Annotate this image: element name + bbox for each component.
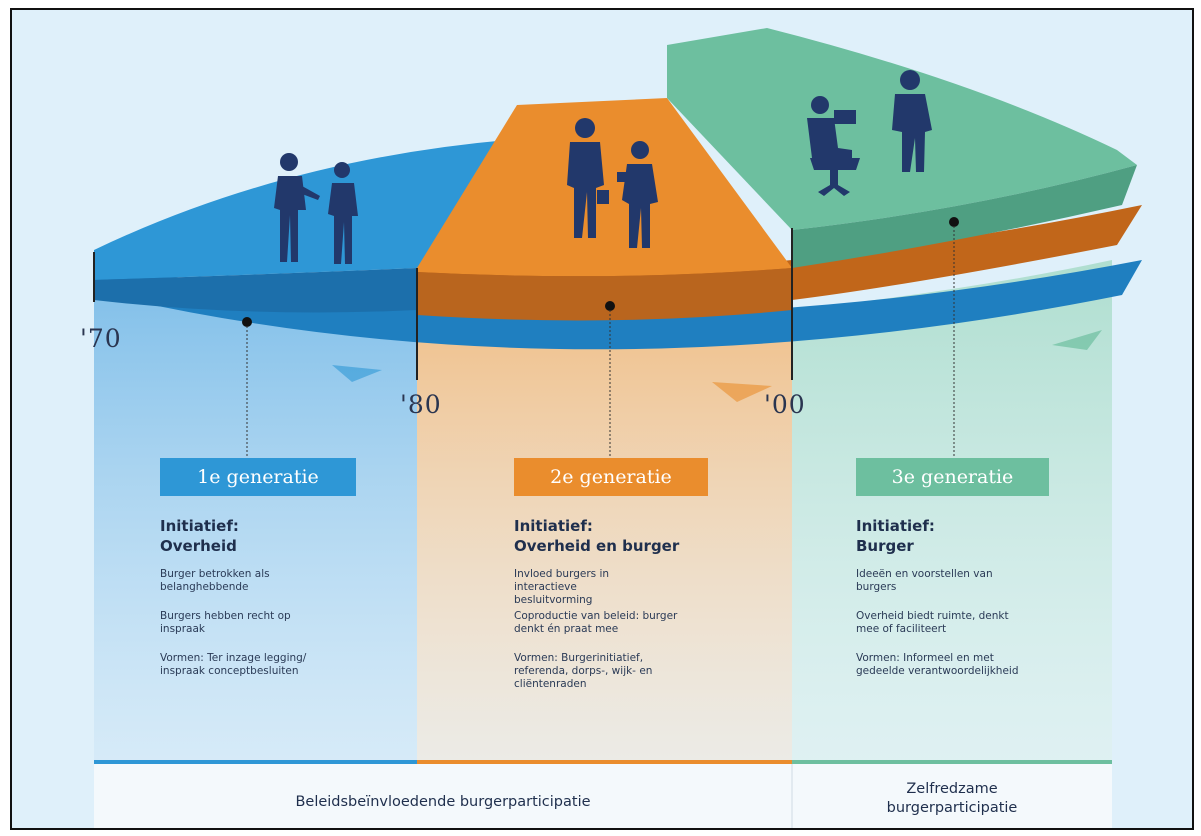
point-2-3: Vormen: Burgerinitiatief, referenda, dor… [514,652,653,690]
point-1-3: Vormen: Ter inzage legging/ inspraak con… [160,652,307,677]
year-00: '00 [764,390,806,419]
column-1-background [94,280,417,770]
initiative-value-2: Overheid en burger [514,537,680,555]
footer-bar-green [792,760,1112,764]
column-3-background [792,260,1112,770]
badge-generation-3: 3e generatie [856,458,1049,496]
people-discussing-silhouette-icon [567,118,658,248]
blue-band [94,260,1142,350]
orange-band-arrow [712,382,772,402]
footer-panel [94,764,1112,828]
point-2-1: Invloed burgers in interactieve besluitv… [514,568,610,606]
orange-slab [417,98,792,277]
badge-generation-1: 1e generatie [160,458,356,496]
initiative-label-3: Initiatief: [856,517,935,535]
footer-bar-orange [417,760,792,764]
point-3-3: Vormen: Informeel en met gedeelde verant… [856,652,1019,677]
year-80: '80 [400,390,442,419]
people-talking-silhouette-icon [274,153,358,264]
point-3-2: Overheid biedt ruimte, denkt mee of faci… [856,610,1009,635]
green-slab-edge [792,165,1137,268]
footer-bar-blue [94,760,417,764]
initiative-value-3: Burger [856,537,914,555]
point-2-2: Coproductie van beleid: burger denkt én … [514,610,678,635]
footer-right-label: Zelfredzame burgerparticipatie [886,781,1018,816]
blue-slab-edge [94,250,417,313]
orange-slab-edge [417,268,792,321]
footer-left-label: Beleidsbeïnvloedende burgerparticipatie [295,794,591,810]
point-3-1: Ideeën en voorstellen van burgers [856,568,993,593]
timeline-art [93,28,1142,828]
column-2-background [417,310,792,770]
year-70: '70 [80,324,122,353]
initiative-label-1: Initiatief: [160,517,239,535]
blue-band-arrow [332,365,382,382]
diagram-frame: '70 '80 '00 1e generatie 2e generatie 3e… [10,8,1194,830]
green-band-arrow [1052,330,1102,350]
initiative-value-1: Overheid [160,537,237,555]
person-at-desk-silhouette-icon [807,70,932,196]
initiative-label-2: Initiatief: [514,517,593,535]
badge-generation-2: 2e generatie [514,458,708,496]
point-1-2: Burgers hebben recht op inspraak [160,610,291,635]
point-1-1: Burger betrokken als belanghebbende [160,568,270,593]
